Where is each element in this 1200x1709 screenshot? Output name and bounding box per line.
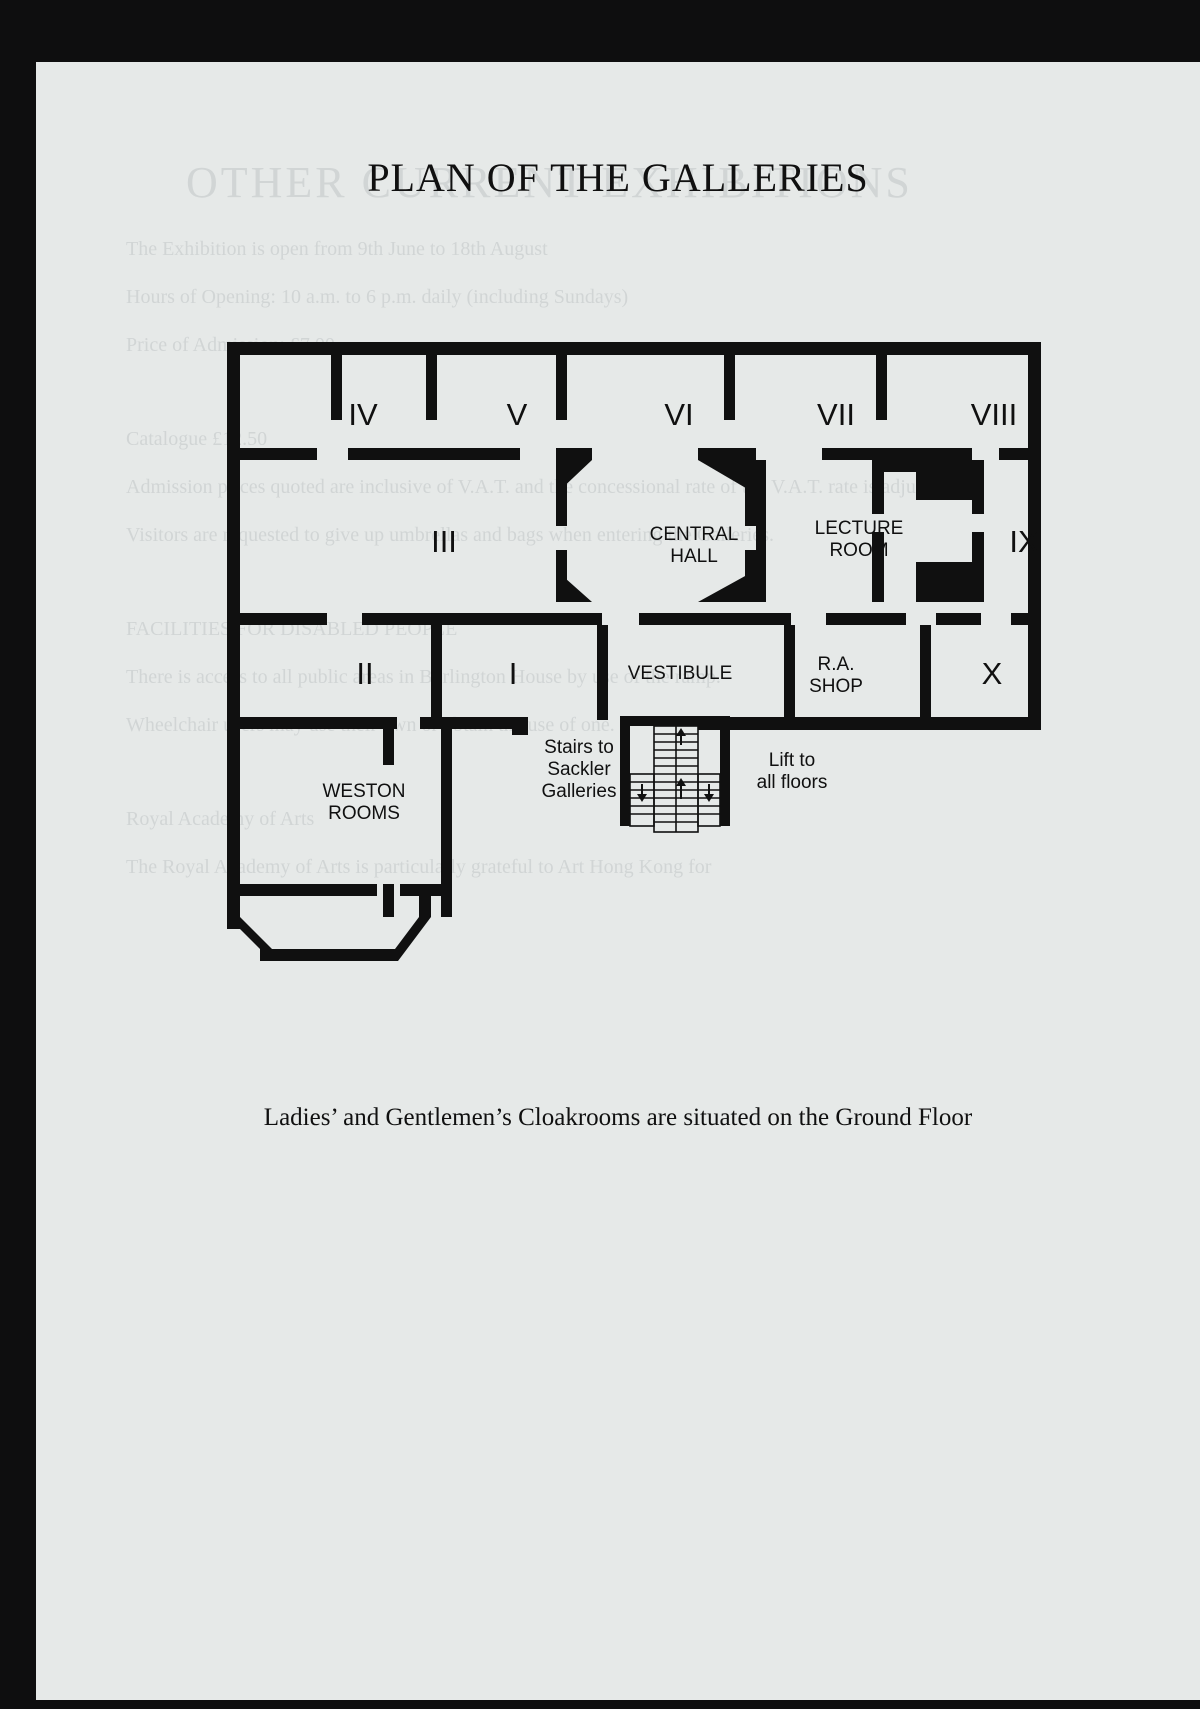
page-title: PLAN OF THE GALLERIES bbox=[367, 155, 869, 200]
show-through-line: Hours of Opening: 10 a.m. to 6 p.m. dail… bbox=[126, 286, 629, 308]
show-through-line: The Exhibition is open from 9th June to … bbox=[126, 238, 548, 260]
cloakroom-note: Ladies’ and Gentlemen’s Cloakrooms are s… bbox=[263, 1104, 973, 1131]
show-through-line: There is access to all public areas in B… bbox=[126, 666, 721, 688]
show-through-line: The Royal Academy of Arts is particularl… bbox=[126, 856, 712, 878]
show-through-line: Visitors are requested to give up umbrel… bbox=[126, 524, 775, 546]
document-page: OTHER CURRENT EXHIBITIONS The Exhibition… bbox=[36, 62, 1200, 1700]
show-through-line: Wheelchair users may use their own or ob… bbox=[126, 714, 615, 736]
show-through-line: Royal Academy of Arts bbox=[126, 808, 315, 830]
show-through-line: FACILITIES FOR DISABLED PEOPLE bbox=[126, 618, 458, 640]
show-through-line: Catalogue £12.50 bbox=[126, 428, 268, 450]
show-through-text: The Exhibition is open from 9th June to … bbox=[126, 232, 1166, 898]
show-through-heading: OTHER CURRENT EXHIBITIONS bbox=[186, 158, 913, 207]
show-through-line: Admission prices quoted are inclusive of… bbox=[126, 476, 949, 498]
show-through-line: Price of Admission: £7.00 bbox=[126, 334, 335, 356]
